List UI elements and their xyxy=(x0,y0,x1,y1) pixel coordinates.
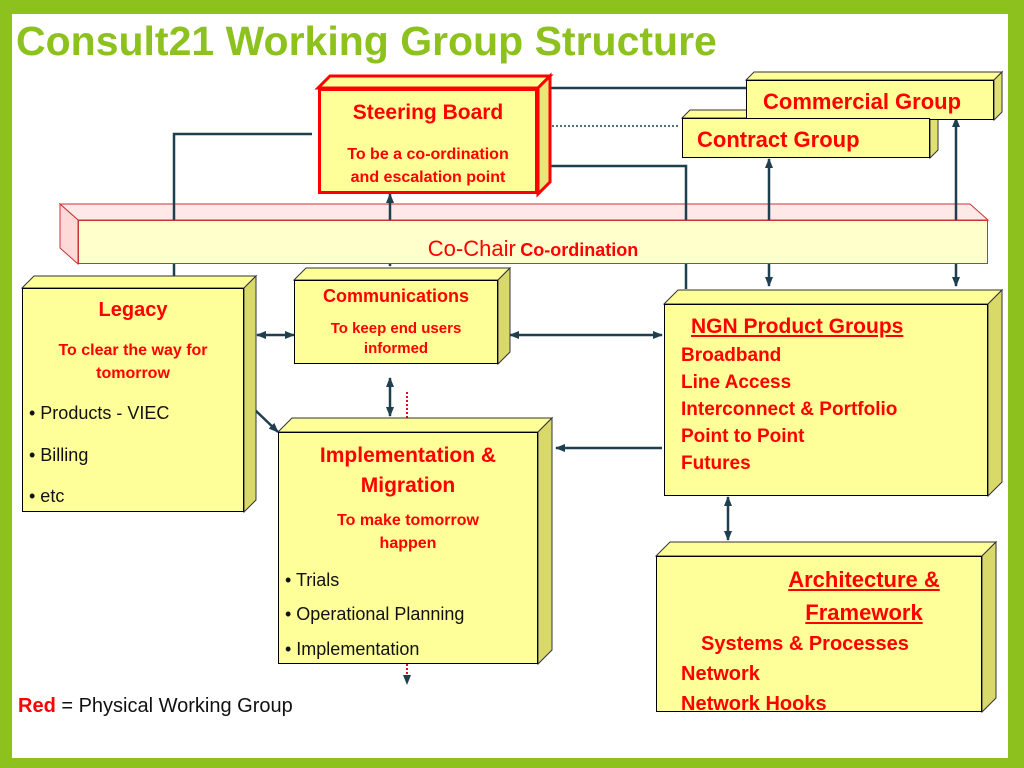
ngn-item: Interconnect & Portfolio xyxy=(681,399,898,420)
co-chair-subtitle: Co-ordination xyxy=(520,240,639,260)
arrow-legacy-implementation xyxy=(253,408,279,433)
slide: Consult21 Working Group Structure xyxy=(12,14,1008,758)
contract-group-title: Contract Group xyxy=(697,127,860,152)
ngn-item: Futures xyxy=(681,453,751,474)
architecture-top-face xyxy=(654,541,998,557)
architecture-item: Systems & Processes xyxy=(701,633,909,655)
co-chair-title: Co-Chair xyxy=(427,236,516,261)
steering-board-subtitle: To be a co-ordination and escalation poi… xyxy=(347,146,509,186)
implementation-migration-box: Implementation & Migration To make tomor… xyxy=(278,432,538,664)
communications-title: Communications xyxy=(322,286,469,306)
implementation-subtitle: To make tomorrow happen xyxy=(337,512,479,552)
implementation-title: Implementation & Migration xyxy=(319,444,497,497)
implementation-bullet: • Implementation xyxy=(285,639,420,659)
ngn-item: Point to Point xyxy=(681,426,805,447)
implementation-top-face xyxy=(276,417,554,433)
legacy-side-face xyxy=(243,274,257,514)
communications-box: Communications To keep end users informe… xyxy=(294,280,498,364)
communications-subtitle: To keep end users informed xyxy=(330,320,462,357)
architecture-item: Network Hooks xyxy=(681,693,827,715)
legacy-bullet: • etc xyxy=(29,486,65,506)
communications-side-face xyxy=(497,266,511,366)
ngn-item: Line Access xyxy=(681,372,792,393)
ngn-side-face xyxy=(987,288,1003,498)
co-chair-bar-top-face xyxy=(58,203,990,221)
implementation-bullet: • Trials xyxy=(285,570,340,590)
ngn-title: NGN Product Groups xyxy=(691,315,904,338)
ngn-product-groups-box: NGN Product Groups Broadband Line Access… xyxy=(664,304,988,496)
architecture-title: Architecture & Framework xyxy=(788,567,940,625)
commercial-group-title: Commercial Group xyxy=(763,89,962,114)
steering-board-top-face xyxy=(314,74,554,90)
implementation-side-face xyxy=(537,416,553,666)
communications-top-face xyxy=(292,267,512,281)
co-chair-bar: Co-Chair Co-ordination xyxy=(78,220,988,264)
commercial-group-side-face xyxy=(993,70,1003,122)
architecture-framework-box: Architecture & Framework Systems & Proce… xyxy=(656,556,982,715)
legend-text: = Physical Working Group xyxy=(55,695,293,717)
commercial-group-box: Commercial Group xyxy=(746,80,994,120)
page-title: Consult21 Working Group Structure xyxy=(16,18,717,64)
steering-board-side-face xyxy=(536,72,552,198)
steering-board-box: Steering Board To be a co-ordination and… xyxy=(318,88,538,194)
co-chair-bar-side-face xyxy=(59,202,79,266)
architecture-item: Network xyxy=(681,663,760,685)
contract-group-box: Contract Group xyxy=(682,118,930,158)
legacy-top-face xyxy=(20,275,258,289)
steering-board-title: Steering Board xyxy=(352,101,504,124)
legacy-bullet: • Billing xyxy=(29,445,89,465)
ngn-item: Broadband xyxy=(681,345,782,366)
architecture-side-face xyxy=(981,540,997,714)
implementation-bullet: • Operational Planning xyxy=(285,604,465,624)
commercial-group-top-face xyxy=(744,71,1004,81)
legend-key: Red xyxy=(18,695,56,717)
legacy-bullet: • Products - VIEC xyxy=(29,403,170,423)
ngn-top-face xyxy=(662,289,1004,305)
legacy-subtitle: To clear the way for tomorrow xyxy=(58,342,208,382)
legacy-box: Legacy To clear the way for tomorrow • P… xyxy=(22,288,244,512)
legend: Red = Physical Working Group xyxy=(18,692,318,721)
legacy-title: Legacy xyxy=(98,299,168,321)
